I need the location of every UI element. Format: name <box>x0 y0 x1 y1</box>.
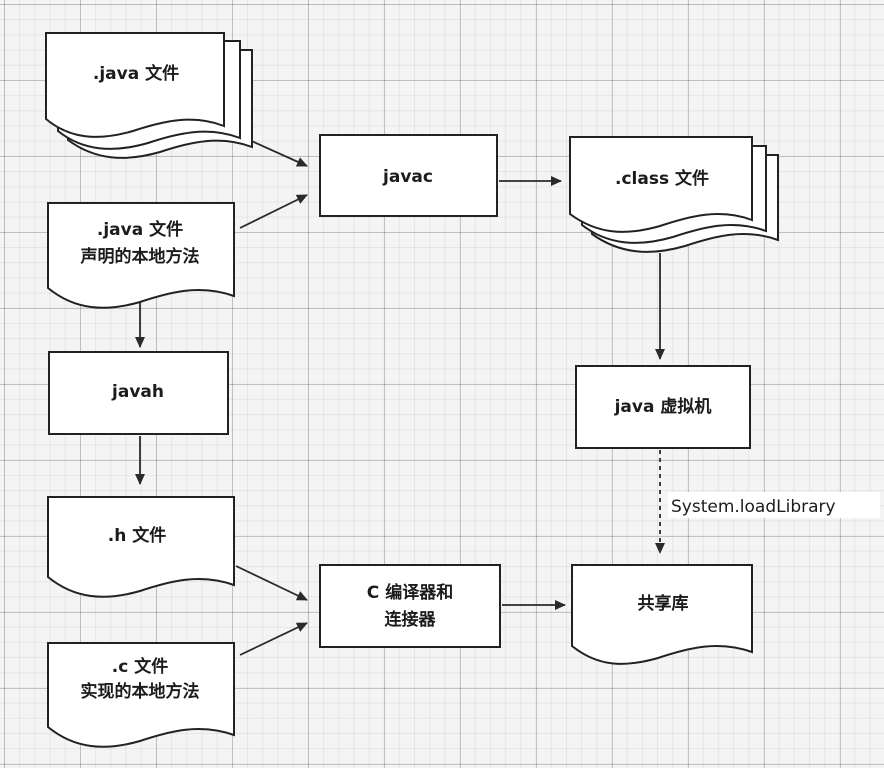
class-file-label: .class 文件 <box>615 168 709 189</box>
node-shared-lib: 共享库 <box>571 564 753 665</box>
node-jvm: java 虚拟机 <box>575 365 751 449</box>
edge-native-to-javac <box>239 194 308 229</box>
node-java-file: .java 文件 <box>45 32 253 159</box>
node-class-file: .class 文件 <box>569 136 779 253</box>
load-library-label: System.loadLibrary <box>671 497 836 517</box>
java-file-label: .java 文件 <box>93 63 179 84</box>
c-file-label-line2: 实现的本地方法 <box>81 681 200 702</box>
javah-label: javah <box>111 382 164 402</box>
load-library-label-bg <box>668 492 880 518</box>
javac-label: javac <box>382 167 433 187</box>
node-c-file: .c 文件 实现的本地方法 <box>47 642 235 748</box>
compiler-label-line2: 连接器 <box>385 609 437 630</box>
edge-c-to-compiler <box>239 622 308 656</box>
shared-lib-label: 共享库 <box>638 593 689 614</box>
java-native-label-line1: .java 文件 <box>97 219 183 240</box>
c-file-label-line1: .c 文件 <box>112 656 168 677</box>
java-native-label-line2: 声明的本地方法 <box>80 246 200 267</box>
node-javac: javac <box>319 134 498 217</box>
node-compiler: C 编译器和 连接器 <box>319 564 501 648</box>
node-java-native: .java 文件 声明的本地方法 <box>47 202 235 309</box>
edge-h-to-compiler <box>235 565 308 601</box>
h-file-label: .h 文件 <box>108 525 166 546</box>
compiler-label-line1: C 编译器和 <box>367 582 453 603</box>
node-h-file: .h 文件 <box>47 496 235 598</box>
jvm-label: java 虚拟机 <box>614 396 712 417</box>
node-javah: javah <box>48 351 229 435</box>
